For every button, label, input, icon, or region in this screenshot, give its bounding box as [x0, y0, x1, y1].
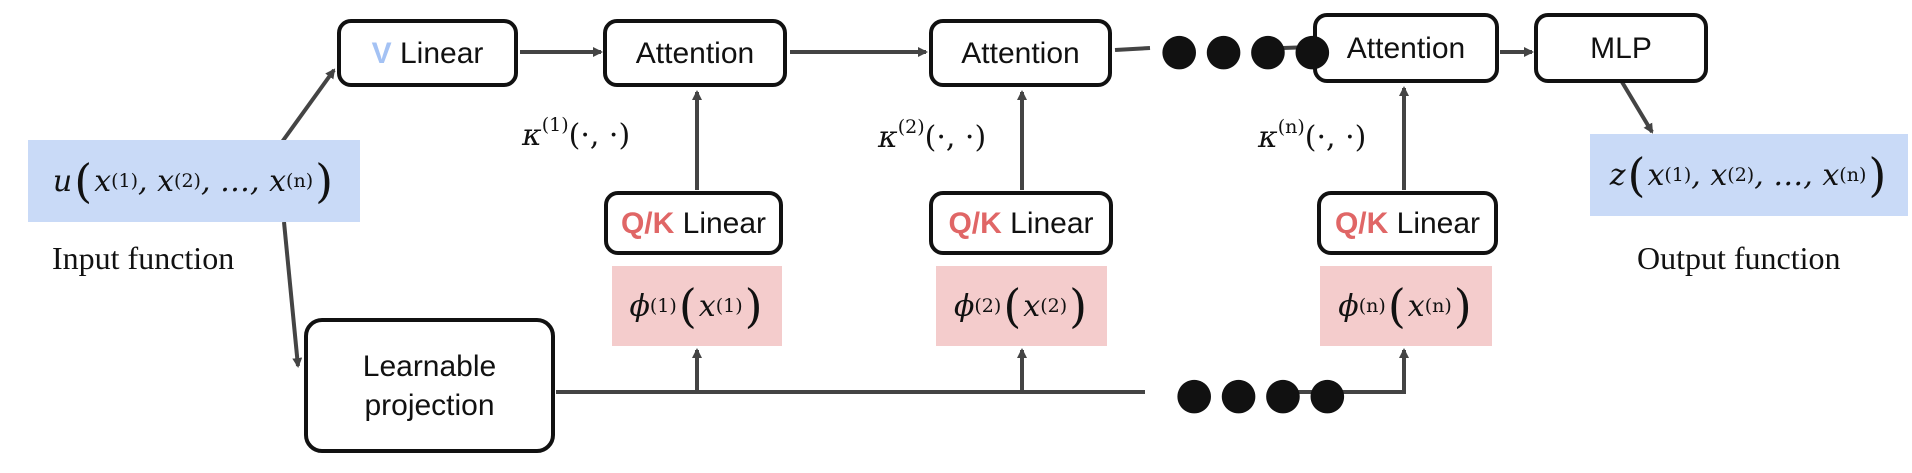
line-projection-trunk-after-ellipsis	[1290, 348, 1409, 394]
learnable-projection-block: Learnable projection	[304, 318, 555, 453]
qk-linear-block-n: Q/K Linear	[1317, 191, 1498, 255]
arrow-input-to-v-linear	[280, 68, 336, 144]
kappa-label-n: κ(n)(·, ·)	[1258, 116, 1367, 155]
attention-label-1: Attention	[635, 36, 755, 70]
attention-block-2: Attention	[929, 19, 1112, 87]
qk-linear-label-n: Linear	[1388, 206, 1481, 240]
kappa-label-2: κ(2)(·, ·)	[878, 116, 987, 155]
v-accent-label: V	[371, 36, 392, 70]
kappa-label-1: κ(1)(·, ·)	[522, 114, 631, 153]
qk-accent-label-n: Q/K	[1334, 206, 1389, 240]
ellipsis-bottom: ●●●●	[1175, 368, 1353, 419]
ellipsis-top: ●●●●	[1160, 24, 1338, 75]
phi-feature-2: ϕ(2)(x(2))	[936, 266, 1107, 346]
output-function-expression: z(x(1), x(2), …, x(n))	[1590, 134, 1908, 216]
output-function-caption: Output function	[1637, 240, 1841, 276]
phi-feature-n: ϕ(n)(x(n))	[1320, 266, 1492, 346]
arrow-ellipsis-to-attention-n	[1282, 42, 1314, 53]
mlp-block: MLP	[1534, 13, 1708, 83]
learnable-projection-line-2: projection	[364, 388, 495, 422]
phi-feature-1: ϕ(1)(x(1))	[612, 266, 782, 346]
qk-linear-label-1: Linear	[674, 206, 767, 240]
learnable-projection-line-1: Learnable	[362, 349, 497, 383]
input-function-caption: Input function	[52, 240, 235, 276]
v-linear-block: V Linear	[337, 19, 518, 87]
v-linear-label: Linear	[391, 36, 484, 70]
qk-linear-block-2: Q/K Linear	[929, 191, 1113, 255]
input-function-expression: u(x(1), x(2), …, x(n))	[28, 140, 360, 222]
qk-linear-label-2: Linear	[1001, 206, 1094, 240]
attention-label-n: Attention	[1346, 31, 1466, 65]
arrow-mlp-to-output	[1620, 80, 1654, 134]
qk-accent-label-2: Q/K	[948, 206, 1002, 240]
attention-block-n: Attention	[1313, 13, 1499, 83]
line-attention-2-to-ellipsis	[1114, 46, 1151, 52]
attention-block-1: Attention	[603, 19, 787, 87]
mlp-label: MLP	[1590, 31, 1652, 65]
attention-label-2: Attention	[961, 36, 1080, 70]
arrow-input-to-projection	[282, 221, 303, 368]
qk-linear-block-1: Q/K Linear	[604, 191, 783, 255]
qk-accent-label-1: Q/K	[620, 206, 675, 240]
